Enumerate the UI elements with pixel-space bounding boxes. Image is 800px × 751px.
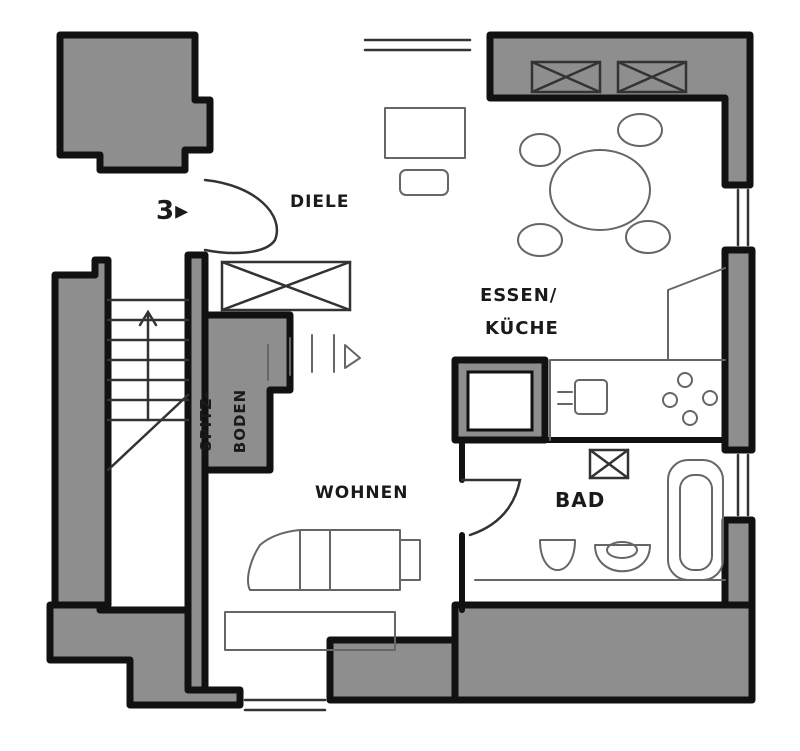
- room-label-diele: DIELE: [290, 192, 350, 212]
- wall-stair-interior: [184, 251, 209, 694]
- room-label-bad: BAD: [555, 488, 606, 512]
- window-right: [736, 188, 750, 247]
- kitchen-stove: [662, 372, 718, 426]
- room-label-wohnen: WOHNEN: [315, 483, 409, 503]
- window-top: [363, 38, 472, 52]
- attic-hatch: [267, 334, 361, 381]
- closet-inner: [466, 370, 534, 432]
- staircase: [106, 298, 190, 472]
- dining-table: [517, 113, 671, 257]
- entry-marker: 3▸: [156, 196, 190, 226]
- room-label-spitz: SPITZ-: [197, 390, 216, 452]
- wall-top-left: [56, 31, 214, 174]
- window-right-lower: [736, 453, 750, 517]
- room-label-essen: ESSEN/: [480, 285, 558, 306]
- wall-bottom-right: [451, 601, 756, 704]
- wall-right-upper: [721, 246, 756, 454]
- roof-window-spitzboden: [220, 260, 352, 312]
- wall-bottom-middle: [326, 636, 459, 704]
- bath-fixtures: [474, 459, 726, 581]
- kitchen-counter: [549, 267, 726, 441]
- roof-windows-top: [530, 60, 688, 94]
- wohnen-door-arc: [460, 478, 522, 537]
- room-label-kueche: KÜCHE: [485, 318, 559, 339]
- sofa: [224, 529, 421, 651]
- entry-door-arc: [203, 178, 279, 255]
- desk: [384, 107, 466, 196]
- roof-window-bad: [588, 448, 630, 480]
- wall-left: [51, 256, 112, 609]
- window-bottom: [243, 698, 327, 712]
- kitchen-sink: [557, 379, 608, 415]
- wall-bottom-left: [46, 601, 244, 709]
- room-label-boden: BODEN: [231, 388, 250, 454]
